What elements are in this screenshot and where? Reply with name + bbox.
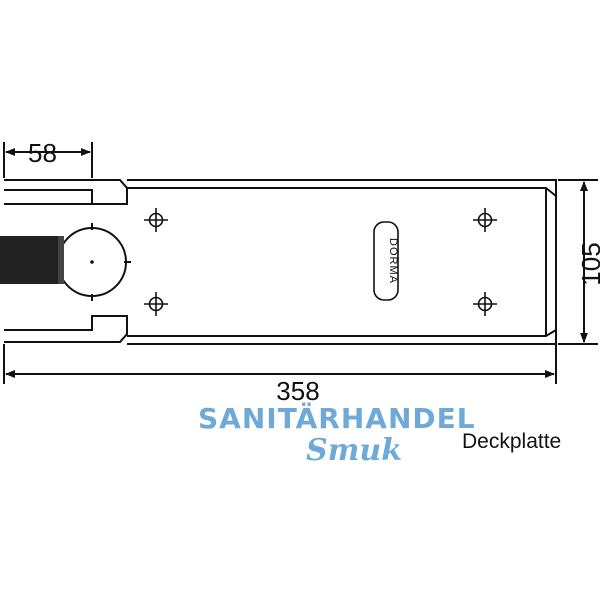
- dimension-105: [558, 179, 598, 345]
- brand-plate: [373, 221, 399, 301]
- screw-icon-top-left: [144, 208, 168, 232]
- screw-icon-top-right: [473, 208, 497, 232]
- caption: Deckplatte: [462, 430, 562, 453]
- dimension-105-label: 105: [576, 242, 600, 285]
- dimension-58: [3, 142, 93, 178]
- screw-icon-bottom-right: [473, 292, 497, 316]
- spindle-block: [0, 236, 64, 284]
- cover-plate: [4, 179, 557, 345]
- dimension-358: [3, 344, 557, 384]
- watermark-line-2: Smuk: [306, 433, 402, 468]
- screw-icon-bottom-left: [144, 292, 168, 316]
- dimension-58-label: 58: [28, 138, 57, 168]
- watermark-line-1: SANITÄRHANDEL: [198, 401, 476, 435]
- pivot-center-icon: [90, 260, 94, 264]
- dimension-358-label: 358: [276, 376, 319, 406]
- brand-label: DORMA: [387, 238, 399, 284]
